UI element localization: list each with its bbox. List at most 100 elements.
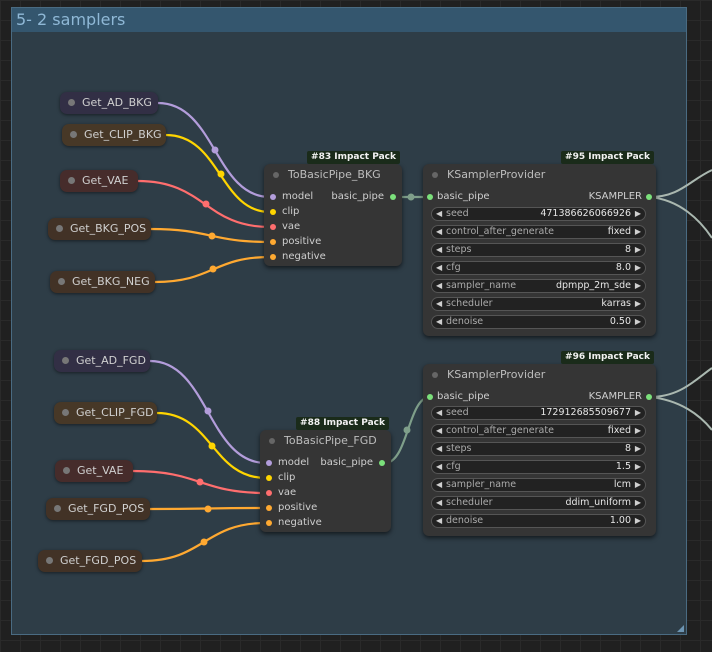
widget-seed[interactable]: ◀ seed 172912685509677 ▶ bbox=[431, 406, 646, 420]
widget-seed[interactable]: ◀ seed 471386626066926 ▶ bbox=[431, 207, 646, 221]
increment-arrow-icon[interactable]: ▶ bbox=[634, 227, 641, 236]
get-node-ad-bkg[interactable]: Get_AD_BKG bbox=[60, 92, 158, 114]
output-slot-basic-pipe[interactable]: basic_pipe bbox=[320, 456, 385, 470]
slot-dot[interactable] bbox=[427, 194, 433, 200]
node-title[interactable]: KSamplerProvider bbox=[423, 164, 656, 186]
decrement-arrow-icon[interactable]: ◀ bbox=[436, 317, 443, 326]
get-node-bkg-neg[interactable]: Get_BKG_NEG bbox=[50, 271, 155, 293]
increment-arrow-icon[interactable]: ▶ bbox=[634, 516, 641, 525]
decrement-arrow-icon[interactable]: ◀ bbox=[436, 209, 443, 218]
slot-dot[interactable] bbox=[270, 209, 276, 215]
slot-dot[interactable] bbox=[266, 520, 272, 526]
node-collapse-dot[interactable] bbox=[46, 557, 53, 564]
increment-arrow-icon[interactable]: ▶ bbox=[634, 209, 641, 218]
increment-arrow-icon[interactable]: ▶ bbox=[634, 498, 641, 507]
get-node-ad-fgd[interactable]: Get_AD_FGD bbox=[54, 350, 150, 372]
node-collapse-dot[interactable] bbox=[273, 172, 279, 178]
input-slot-clip[interactable]: clip bbox=[270, 205, 299, 219]
increment-arrow-icon[interactable]: ▶ bbox=[634, 480, 641, 489]
widget-denoise[interactable]: ◀ denoise 0.50 ▶ bbox=[431, 315, 646, 329]
input-slot-basic-pipe[interactable]: basic_pipe bbox=[427, 390, 490, 404]
node-collapse-dot[interactable] bbox=[56, 225, 63, 232]
get-node-clip-bkg[interactable]: Get_CLIP_BKG bbox=[62, 124, 166, 146]
increment-arrow-icon[interactable]: ▶ bbox=[634, 444, 641, 453]
slot-dot[interactable] bbox=[270, 194, 276, 200]
node-ksampler-provider-96[interactable]: #96 Impact Pack KSamplerProvider basic_p… bbox=[423, 351, 656, 536]
widget-scheduler[interactable]: ◀ scheduler karras ▶ bbox=[431, 297, 646, 311]
node-collapse-dot[interactable] bbox=[54, 505, 61, 512]
node-to-basic-pipe-fgd[interactable]: #88 Impact Pack ToBasicPipe_FGD model cl… bbox=[260, 417, 391, 532]
input-slot-clip[interactable]: clip bbox=[266, 471, 295, 485]
node-collapse-dot[interactable] bbox=[68, 177, 75, 184]
input-slot-positive[interactable]: positive bbox=[266, 501, 317, 515]
increment-arrow-icon[interactable]: ▶ bbox=[634, 245, 641, 254]
widget-cfg[interactable]: ◀ cfg 1.5 ▶ bbox=[431, 460, 646, 474]
widget-control-after-generate[interactable]: ◀ control_after_generate fixed ▶ bbox=[431, 424, 646, 438]
slot-dot[interactable] bbox=[266, 505, 272, 511]
node-collapse-dot[interactable] bbox=[58, 278, 65, 285]
slot-dot[interactable] bbox=[266, 475, 272, 481]
output-slot-basic-pipe[interactable]: basic_pipe bbox=[331, 190, 396, 204]
get-node-vae-bottom[interactable]: Get_VAE bbox=[55, 460, 133, 482]
get-node-clip-fgd[interactable]: Get_CLIP_FGD bbox=[54, 402, 157, 424]
get-node-fgd-pos-2[interactable]: Get_FGD_POS bbox=[38, 550, 142, 572]
widget-sampler-name[interactable]: ◀ sampler_name lcm ▶ bbox=[431, 478, 646, 492]
node-title[interactable]: ToBasicPipe_BKG bbox=[264, 164, 402, 186]
get-node-bkg-pos[interactable]: Get_BKG_POS bbox=[48, 218, 151, 240]
node-collapse-dot[interactable] bbox=[62, 357, 69, 364]
input-slot-vae[interactable]: vae bbox=[270, 220, 300, 234]
node-collapse-dot[interactable] bbox=[432, 372, 438, 378]
increment-arrow-icon[interactable]: ▶ bbox=[634, 462, 641, 471]
node-ksampler-provider-95[interactable]: #95 Impact Pack KSamplerProvider basic_p… bbox=[423, 151, 656, 336]
decrement-arrow-icon[interactable]: ◀ bbox=[436, 227, 443, 236]
node-collapse-dot[interactable] bbox=[62, 409, 69, 416]
node-collapse-dot[interactable] bbox=[269, 438, 275, 444]
node-collapse-dot[interactable] bbox=[68, 99, 75, 106]
decrement-arrow-icon[interactable]: ◀ bbox=[436, 263, 443, 272]
decrement-arrow-icon[interactable]: ◀ bbox=[436, 426, 443, 435]
input-slot-vae[interactable]: vae bbox=[266, 486, 296, 500]
node-collapse-dot[interactable] bbox=[63, 467, 70, 474]
decrement-arrow-icon[interactable]: ◀ bbox=[436, 480, 443, 489]
slot-dot[interactable] bbox=[270, 239, 276, 245]
slot-dot[interactable] bbox=[646, 194, 652, 200]
slot-dot[interactable] bbox=[266, 460, 272, 466]
group-resize-handle[interactable] bbox=[677, 625, 684, 632]
slot-dot[interactable] bbox=[379, 460, 385, 466]
slot-dot[interactable] bbox=[427, 394, 433, 400]
decrement-arrow-icon[interactable]: ◀ bbox=[436, 444, 443, 453]
widget-steps[interactable]: ◀ steps 8 ▶ bbox=[431, 442, 646, 456]
slot-dot[interactable] bbox=[390, 194, 396, 200]
decrement-arrow-icon[interactable]: ◀ bbox=[436, 245, 443, 254]
output-slot-ksampler[interactable]: KSAMPLER bbox=[589, 390, 652, 404]
input-slot-basic-pipe[interactable]: basic_pipe bbox=[427, 190, 490, 204]
widget-steps[interactable]: ◀ steps 8 ▶ bbox=[431, 243, 646, 257]
input-slot-model[interactable]: model bbox=[270, 190, 313, 204]
widget-control-after-generate[interactable]: ◀ control_after_generate fixed ▶ bbox=[431, 225, 646, 239]
increment-arrow-icon[interactable]: ▶ bbox=[634, 408, 641, 417]
increment-arrow-icon[interactable]: ▶ bbox=[634, 317, 641, 326]
decrement-arrow-icon[interactable]: ◀ bbox=[436, 462, 443, 471]
get-node-vae-top[interactable]: Get_VAE bbox=[60, 170, 138, 192]
increment-arrow-icon[interactable]: ▶ bbox=[634, 299, 641, 308]
decrement-arrow-icon[interactable]: ◀ bbox=[436, 281, 443, 290]
increment-arrow-icon[interactable]: ▶ bbox=[634, 263, 641, 272]
input-slot-positive[interactable]: positive bbox=[270, 235, 321, 249]
slot-dot[interactable] bbox=[266, 490, 272, 496]
input-slot-negative[interactable]: negative bbox=[266, 516, 322, 530]
widget-denoise[interactable]: ◀ denoise 1.00 ▶ bbox=[431, 514, 646, 528]
increment-arrow-icon[interactable]: ▶ bbox=[634, 281, 641, 290]
widget-cfg[interactable]: ◀ cfg 8.0 ▶ bbox=[431, 261, 646, 275]
output-slot-ksampler[interactable]: KSAMPLER bbox=[589, 190, 652, 204]
widget-scheduler[interactable]: ◀ scheduler ddim_uniform ▶ bbox=[431, 496, 646, 510]
decrement-arrow-icon[interactable]: ◀ bbox=[436, 498, 443, 507]
slot-dot[interactable] bbox=[646, 394, 652, 400]
decrement-arrow-icon[interactable]: ◀ bbox=[436, 408, 443, 417]
input-slot-model[interactable]: model bbox=[266, 456, 309, 470]
node-collapse-dot[interactable] bbox=[70, 131, 77, 138]
node-to-basic-pipe-bkg[interactable]: #83 Impact Pack ToBasicPipe_BKG model cl… bbox=[264, 151, 402, 266]
input-slot-negative[interactable]: negative bbox=[270, 250, 326, 264]
decrement-arrow-icon[interactable]: ◀ bbox=[436, 516, 443, 525]
get-node-fgd-pos-1[interactable]: Get_FGD_POS bbox=[46, 498, 150, 520]
slot-dot[interactable] bbox=[270, 254, 276, 260]
